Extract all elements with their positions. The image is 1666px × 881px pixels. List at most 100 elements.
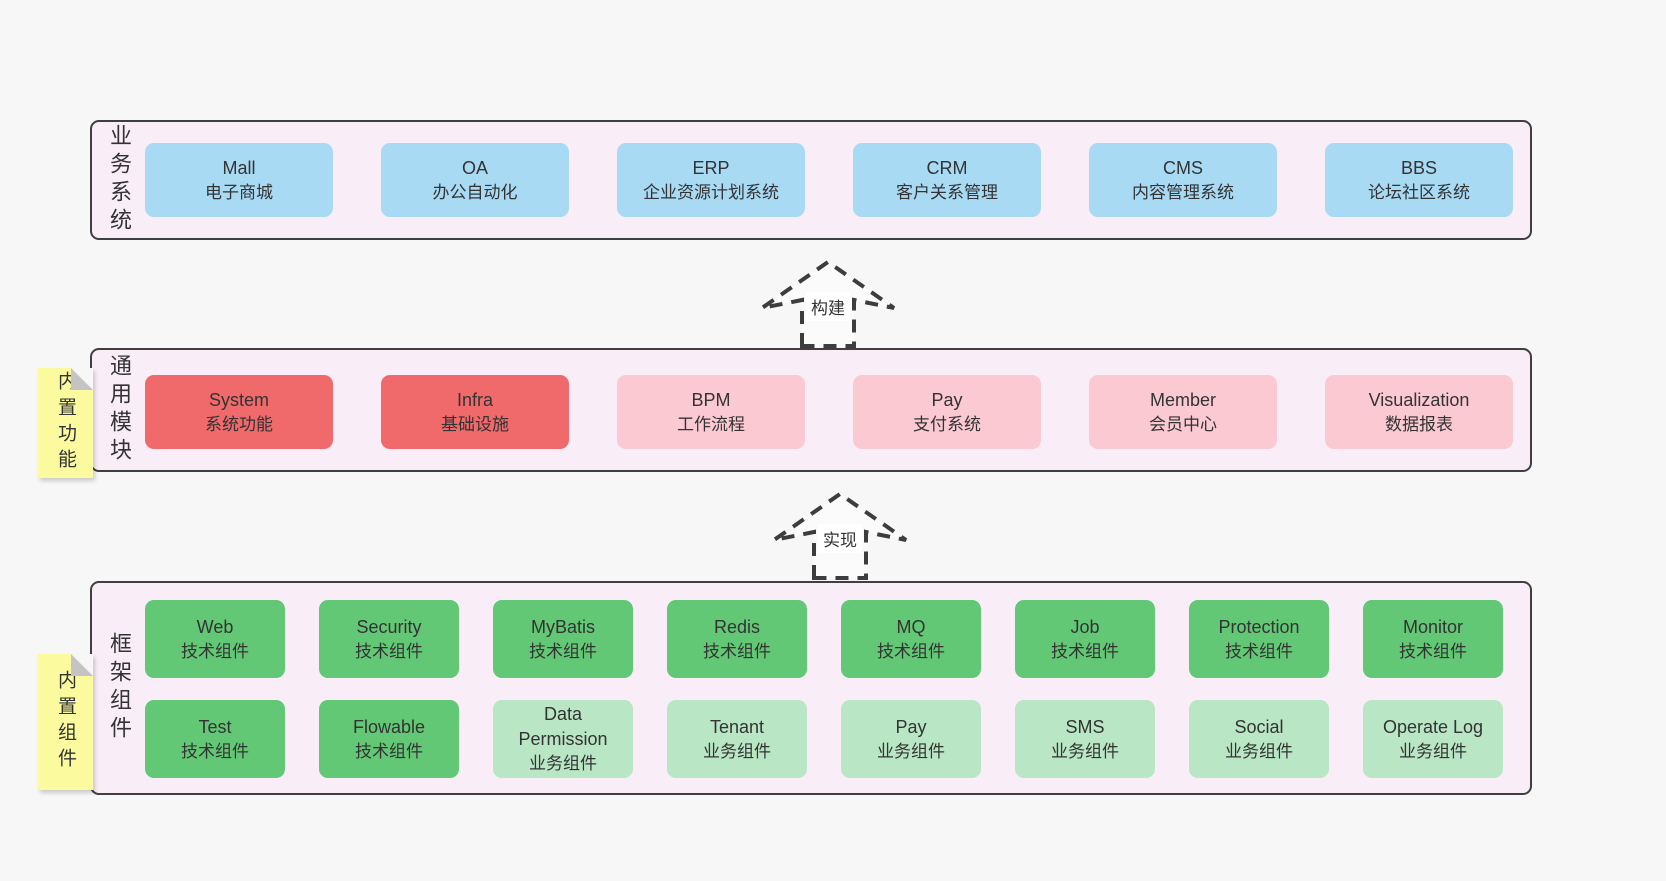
box-title: Pay [895, 716, 927, 737]
band-components-label: 框架组件 [107, 632, 132, 744]
box-subtitle: 电子商城 [205, 182, 273, 202]
box-security: Security 技术组件 [319, 600, 459, 678]
box-system: System 系统功能 [145, 375, 333, 449]
box-title: BPM [691, 389, 731, 410]
box-bpm: BPM 工作流程 [617, 375, 805, 449]
box-title: Test [198, 716, 232, 737]
box-title: Operate Log [1382, 716, 1484, 737]
components-row-1: Web 技术组件 Security 技术组件 MyBatis 技术组件 Redi… [145, 600, 1503, 678]
box-title: Redis [713, 616, 761, 637]
box-mall: Mall 电子商城 [145, 143, 333, 217]
box-member: Member 会员中心 [1089, 375, 1277, 449]
box-subtitle: 支付系统 [913, 414, 981, 434]
box-protection: Protection 技术组件 [1189, 600, 1329, 678]
box-subtitle: 业务组件 [1225, 741, 1293, 761]
box-title: Web [196, 616, 234, 637]
band-business-label: 业务系统 [107, 124, 132, 236]
box-subtitle: 内容管理系统 [1132, 182, 1234, 202]
box-erp: ERP 企业资源计划系统 [617, 143, 805, 217]
box-subtitle: 技术组件 [181, 741, 249, 761]
box-title: Monitor [1402, 616, 1464, 637]
box-subtitle: 业务组件 [1399, 741, 1467, 761]
box-subtitle: 技术组件 [181, 641, 249, 661]
box-subtitle: 技术组件 [877, 641, 945, 661]
sticky-text: 内置功能 [55, 371, 76, 475]
box-title: Mall [222, 157, 256, 178]
box-title: System [208, 389, 269, 410]
box-subtitle: 业务组件 [703, 741, 771, 761]
box-subtitle: 系统功能 [205, 414, 273, 434]
box-pay-component: Pay 业务组件 [841, 700, 981, 778]
band-framework-components: 框架组件 Web 技术组件 Security 技术组件 MyBatis 技术组件… [90, 581, 1532, 795]
box-title: Flowable [352, 716, 426, 737]
box-subtitle: 业务组件 [1051, 741, 1119, 761]
box-data-permission: Data Permission 业务组件 [493, 700, 633, 778]
box-subtitle: 企业资源计划系统 [643, 182, 779, 202]
implement-arrow-label: 实现 [818, 524, 862, 553]
box-title: Member [1149, 389, 1216, 410]
box-title: CRM [926, 157, 968, 178]
box-flowable: Flowable 技术组件 [319, 700, 459, 778]
box-title: BBS [1400, 157, 1438, 178]
box-subtitle: 技术组件 [1399, 641, 1467, 661]
sticky-built-in-features: 内置功能 [38, 368, 93, 478]
box-tenant: Tenant 业务组件 [667, 700, 807, 778]
sticky-text: 内置组件 [55, 670, 76, 774]
box-monitor: Monitor 技术组件 [1363, 600, 1503, 678]
box-subtitle: 技术组件 [703, 641, 771, 661]
modules-box-row: System 系统功能 Infra 基础设施 BPM 工作流程 Pay 支付系统… [145, 375, 1513, 449]
box-mybatis: MyBatis 技术组件 [493, 600, 633, 678]
box-title: Security [356, 616, 422, 637]
band-business-systems: 业务系统 Mall 电子商城 OA 办公自动化 ERP 企业资源计划系统 CRM… [90, 120, 1532, 240]
box-subtitle: 业务组件 [529, 754, 597, 773]
box-title: MQ [896, 616, 926, 637]
box-title: SMS [1065, 716, 1105, 737]
box-cms: CMS 内容管理系统 [1089, 143, 1277, 217]
box-infra: Infra 基础设施 [381, 375, 569, 449]
box-subtitle: 技术组件 [529, 641, 597, 661]
box-title: Infra [456, 389, 494, 410]
box-title: MyBatis [530, 616, 595, 637]
box-bbs: BBS 论坛社区系统 [1325, 143, 1513, 217]
box-oa: OA 办公自动化 [381, 143, 569, 217]
box-title: Social [1234, 716, 1284, 737]
box-subtitle: 工作流程 [677, 414, 745, 434]
box-title: Data Permission [518, 704, 608, 749]
band-modules-label: 通用模块 [107, 354, 132, 466]
box-mq: MQ 技术组件 [841, 600, 981, 678]
box-redis: Redis 技术组件 [667, 600, 807, 678]
box-crm: CRM 客户关系管理 [853, 143, 1041, 217]
build-arrow-label: 构建 [806, 292, 850, 321]
implement-arrow: 实现 [770, 488, 910, 580]
box-visualization: Visualization 数据报表 [1325, 375, 1513, 449]
box-test: Test 技术组件 [145, 700, 285, 778]
build-arrow: 构建 [758, 256, 898, 348]
box-subtitle: 业务组件 [877, 741, 945, 761]
box-title: Protection [1218, 616, 1300, 637]
box-subtitle: 会员中心 [1149, 414, 1217, 434]
box-title: CMS [1163, 157, 1203, 178]
components-row-2: Test 技术组件 Flowable 技术组件 Data Permission … [145, 700, 1503, 778]
box-title: OA [461, 157, 488, 178]
folded-corner-icon [71, 654, 93, 676]
box-subtitle: 数据报表 [1385, 414, 1453, 434]
business-box-row: Mall 电子商城 OA 办公自动化 ERP 企业资源计划系统 CRM 客户关系… [145, 143, 1513, 217]
box-subtitle: 技术组件 [355, 641, 423, 661]
box-subtitle: 办公自动化 [432, 182, 518, 202]
box-sms: SMS 业务组件 [1015, 700, 1155, 778]
box-operate-log: Operate Log 业务组件 [1363, 700, 1503, 778]
box-title: ERP [692, 157, 730, 178]
box-subtitle: 技术组件 [355, 741, 423, 761]
box-subtitle: 技术组件 [1051, 641, 1119, 661]
box-title: Pay [931, 389, 963, 410]
box-title: Job [1070, 616, 1100, 637]
box-subtitle: 论坛社区系统 [1368, 182, 1470, 202]
box-title: Tenant [709, 716, 765, 737]
box-subtitle: 客户关系管理 [896, 182, 998, 202]
box-pay-system: Pay 支付系统 [853, 375, 1041, 449]
box-social: Social 业务组件 [1189, 700, 1329, 778]
sticky-built-in-components: 内置组件 [38, 654, 93, 790]
box-subtitle: 基础设施 [441, 414, 509, 434]
box-job: Job 技术组件 [1015, 600, 1155, 678]
box-subtitle: 技术组件 [1225, 641, 1293, 661]
